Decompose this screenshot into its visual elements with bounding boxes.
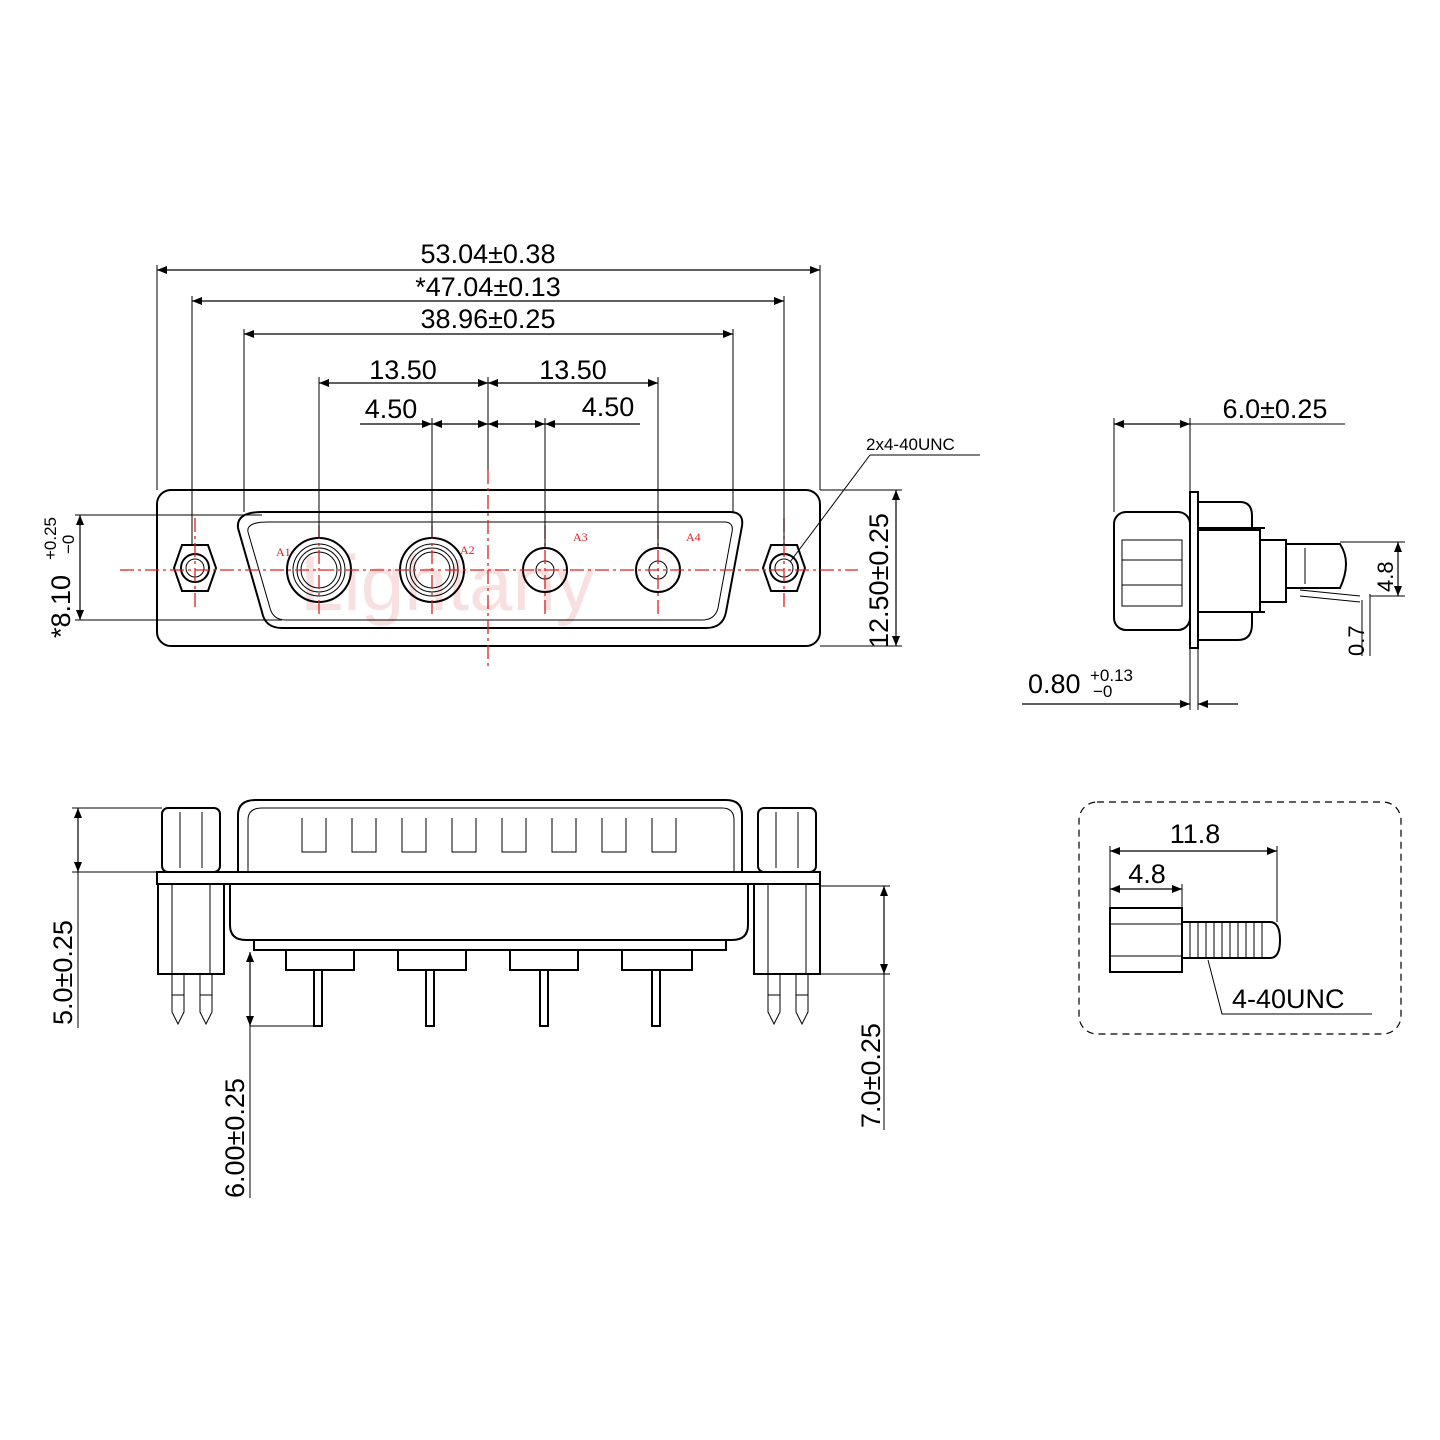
right-hex-nut [761,544,807,592]
bottom-pins [285,950,693,1027]
front-view: A1 A2 A3 A4 53.04±0.38 *47.04±0.13 38.96… [41,239,980,670]
dim-board-pin: 7.0±0.25 [856,1023,886,1128]
dim-flange-tol-lower: −0 [1093,682,1112,701]
pin-label-a3: A3 [573,530,588,544]
watermark: Lightany [300,539,595,627]
dim-screw-hex: 4.8 [1128,859,1166,889]
thread-callout: 2x4-40UNC [866,435,955,454]
dim-flange-thickness: 0.80 [1028,669,1081,699]
dim-height-left-tol-upper: +0.25 [41,517,60,560]
dim-height-right: 12.50±0.25 [864,513,894,648]
dim-small-left: 4.50 [365,394,418,424]
screw-thread-label: 4-40UNC [1232,984,1345,1014]
dim-hex-height: 5.0±0.25 [48,920,78,1025]
thread-lines [1189,922,1263,958]
dim-screw-total: 11.8 [1170,819,1221,849]
dim-pin-length: 6.00±0.25 [220,1078,250,1198]
d-shell-outer [236,511,744,629]
bottom-view: 5.0±0.25 6.00±0.25 7.0±0.25 [48,799,890,1198]
dim-pitch-left: 13.50 [369,355,437,385]
dim-side-depth: 6.0±0.25 [1223,394,1328,424]
dim-pitch-right: 13.50 [539,355,607,385]
pin-label-a4: A4 [686,530,701,544]
left-hex-nut [172,544,218,592]
dim-overall-width: 53.04±0.38 [421,239,556,269]
dim-side-pin-height: 4.8 [1373,561,1398,592]
side-view: 6.0±0.25 4.8 0.7 0.80 +0.13 −0 [1022,394,1405,710]
dim-height-left: *8.10 [46,575,76,638]
dim-small-right: 4.50 [582,392,635,422]
dim-side-pin-thickness: 0.7 [1344,625,1369,656]
dim-shell-width: 38.96±0.25 [421,304,556,334]
shell-dimples [301,818,677,853]
pin-label-a2: A2 [460,543,475,557]
dim-height-left-tol-lower: −0 [59,535,78,554]
dim-mount-width: *47.04±0.13 [415,272,560,302]
pin-label-a1: A1 [276,545,291,559]
screw-detail: 11.8 4.8 4-40UNC [1078,801,1402,1035]
dim-flange-tol-upper: +0.13 [1090,666,1133,685]
d-shell-inner [247,521,733,621]
